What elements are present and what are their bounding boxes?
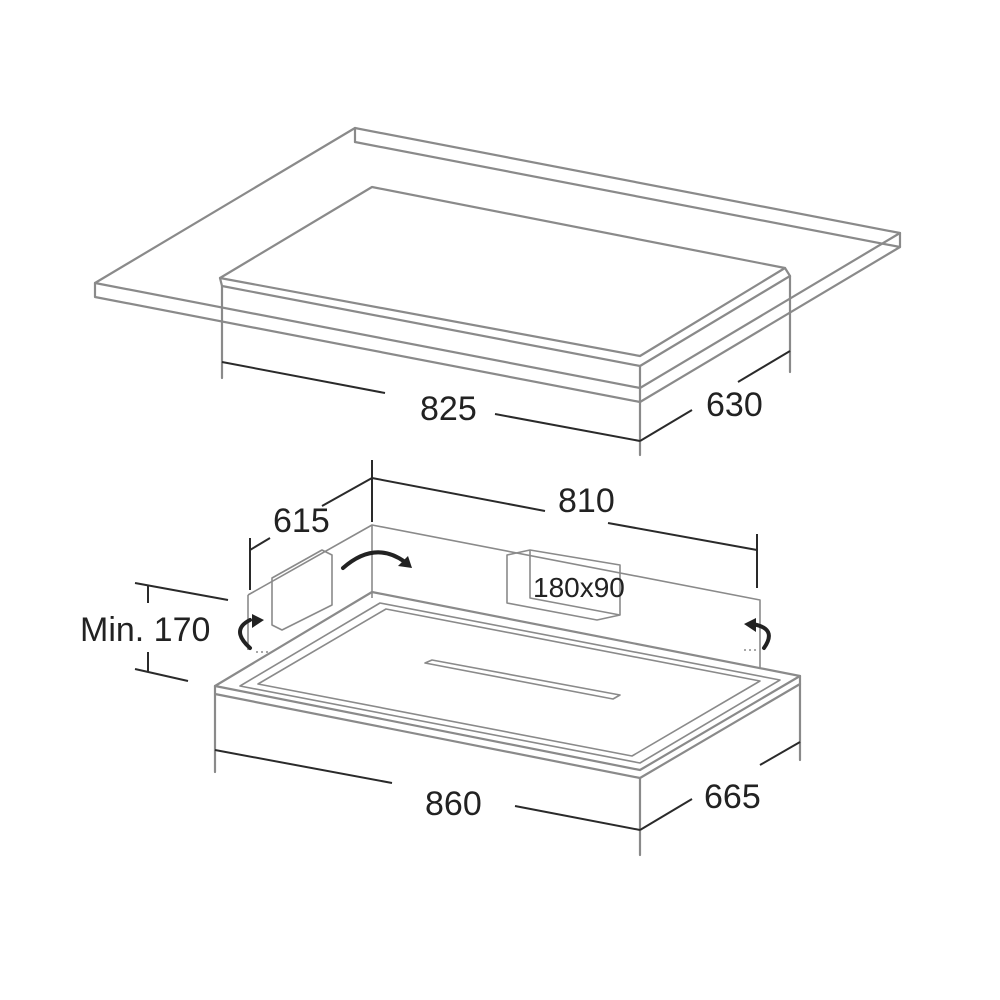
hood-unit bbox=[213, 524, 802, 857]
dim-810-line-right bbox=[607, 522, 758, 551]
hood-frame-outer bbox=[213, 590, 802, 772]
dim-615-line-right bbox=[321, 477, 373, 507]
dim-825-line-left bbox=[221, 361, 386, 394]
rotation-arrow-right bbox=[744, 618, 771, 651]
dimension-860: 860 bbox=[214, 749, 641, 831]
dim-825-label: 825 bbox=[420, 390, 477, 428]
outlet-flange-inner bbox=[529, 550, 621, 616]
rotation-arrow-left-curve bbox=[238, 618, 252, 650]
dim-170-extension-top bbox=[134, 582, 229, 601]
dimension-825: 825 bbox=[221, 361, 641, 442]
dim-630-line-right bbox=[737, 350, 791, 383]
dim-860-label: 860 bbox=[425, 785, 482, 823]
ceiling-cutout bbox=[218, 185, 792, 457]
ceiling-panel-edge bbox=[93, 231, 902, 404]
dim-665-line-left bbox=[639, 798, 693, 831]
dim-860-line-left bbox=[214, 749, 393, 784]
outlet-size-label: 180x90 bbox=[533, 572, 625, 603]
rotation-arrow-top bbox=[341, 550, 412, 570]
dimension-630: 630 bbox=[639, 350, 791, 442]
dim-630-line-left bbox=[639, 409, 693, 442]
dim-860-line-right bbox=[514, 805, 641, 831]
ceiling-panel-back-line bbox=[353, 140, 902, 249]
ceiling-panel bbox=[93, 126, 902, 404]
dim-630-label: 630 bbox=[706, 386, 763, 424]
hood-panel bbox=[257, 608, 761, 757]
ceiling-panel-top-face bbox=[93, 126, 902, 390]
hood-body-back bbox=[247, 524, 761, 668]
dimension-min-170: Min. 170 bbox=[80, 582, 229, 682]
hood-frame-inner bbox=[239, 602, 781, 764]
light-strip bbox=[424, 659, 621, 700]
dim-665-line-right bbox=[759, 741, 801, 766]
dim-170-label: Min. 170 bbox=[80, 611, 210, 649]
side-flap bbox=[271, 549, 333, 631]
dim-665-label: 665 bbox=[704, 778, 761, 816]
rotation-arrow-top-head bbox=[398, 556, 412, 568]
dim-810-line-left bbox=[371, 477, 546, 512]
dim-615-label: 615 bbox=[273, 502, 330, 540]
dimension-615: 615 bbox=[249, 477, 373, 590]
dim-810-label: 810 bbox=[558, 482, 615, 520]
dim-615-line-left bbox=[249, 537, 271, 551]
rotation-arrow-top-curve bbox=[341, 550, 407, 570]
dim-170-extension-bottom bbox=[134, 668, 189, 682]
dimension-810: 810 bbox=[371, 460, 758, 588]
rotation-arrow-right-head bbox=[744, 618, 756, 632]
dim-825-line-right bbox=[494, 413, 641, 442]
rotation-arrow-left bbox=[238, 614, 268, 653]
rotation-arrow-left-head bbox=[252, 614, 264, 628]
dimension-665: 665 bbox=[639, 741, 801, 831]
